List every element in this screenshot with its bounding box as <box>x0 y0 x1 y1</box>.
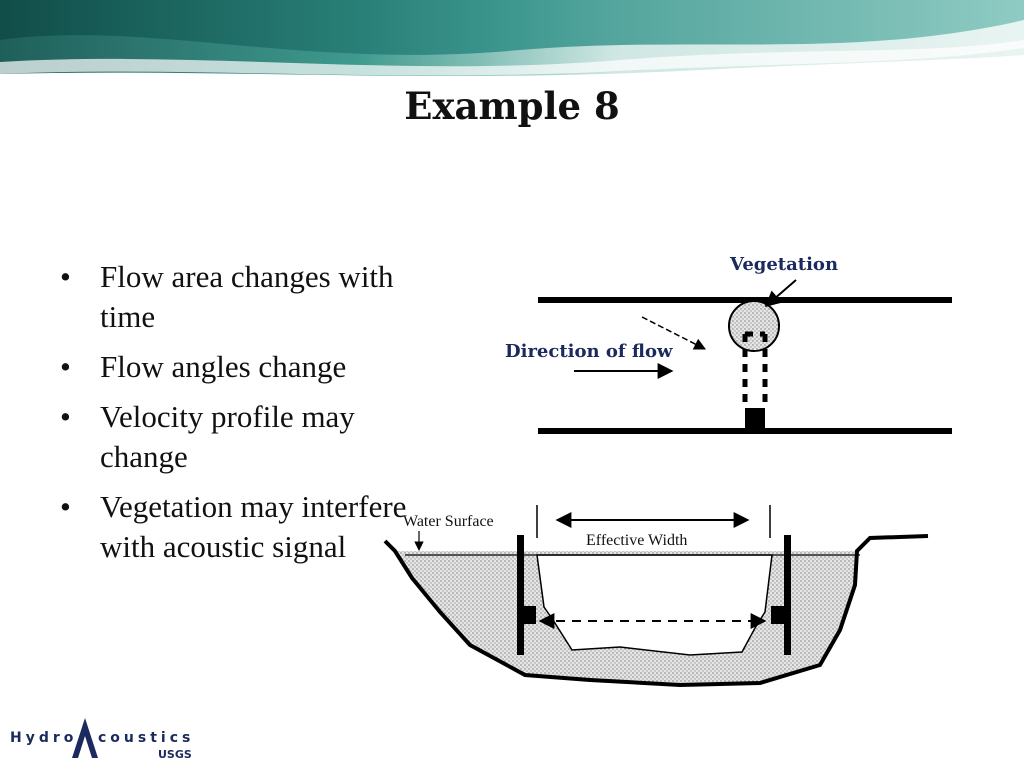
effective-width-label: Effective Width <box>586 532 687 549</box>
bullet-list: Flow area changes with time Flow angles … <box>58 257 418 577</box>
plan-view: Vegetation Direction of flow <box>505 254 952 434</box>
vegetation-pointer-arrow <box>764 279 797 308</box>
bullet-item: Velocity profile may change <box>58 397 418 477</box>
beam-dashed-path <box>742 331 768 408</box>
vegetation-blob <box>728 300 780 352</box>
bullet-item: Vegetation may interfere with acoustic s… <box>58 487 418 567</box>
right-bank-post <box>784 535 791 655</box>
hydroacoustics-logo: Hydro coustics USGS <box>10 718 194 761</box>
vegetation-label: Vegetation <box>729 254 838 275</box>
flow-direction-label: Direction of flow <box>505 341 673 362</box>
water-surface-label: Water Surface <box>403 513 494 530</box>
left-instrument <box>523 606 536 624</box>
slide-title: Example 8 <box>404 84 620 128</box>
logo-text-left: Hydro <box>10 730 77 746</box>
left-bank-post <box>517 535 524 655</box>
right-instrument <box>771 606 784 624</box>
channel-bed-outline <box>383 534 929 688</box>
cross-section: Water Surface Effective Width <box>383 505 929 688</box>
header-banner <box>0 0 1024 80</box>
instrument-block <box>745 408 765 430</box>
logo-text-right: coustics <box>98 730 194 746</box>
effective-flow-area <box>536 554 773 656</box>
angled-flow-arrow <box>641 316 707 350</box>
bullet-item: Flow angles change <box>58 347 418 387</box>
logo-a-glyph <box>72 718 98 758</box>
bullet-item: Flow area changes with time <box>58 257 418 337</box>
logo-agency: USGS <box>158 748 192 761</box>
